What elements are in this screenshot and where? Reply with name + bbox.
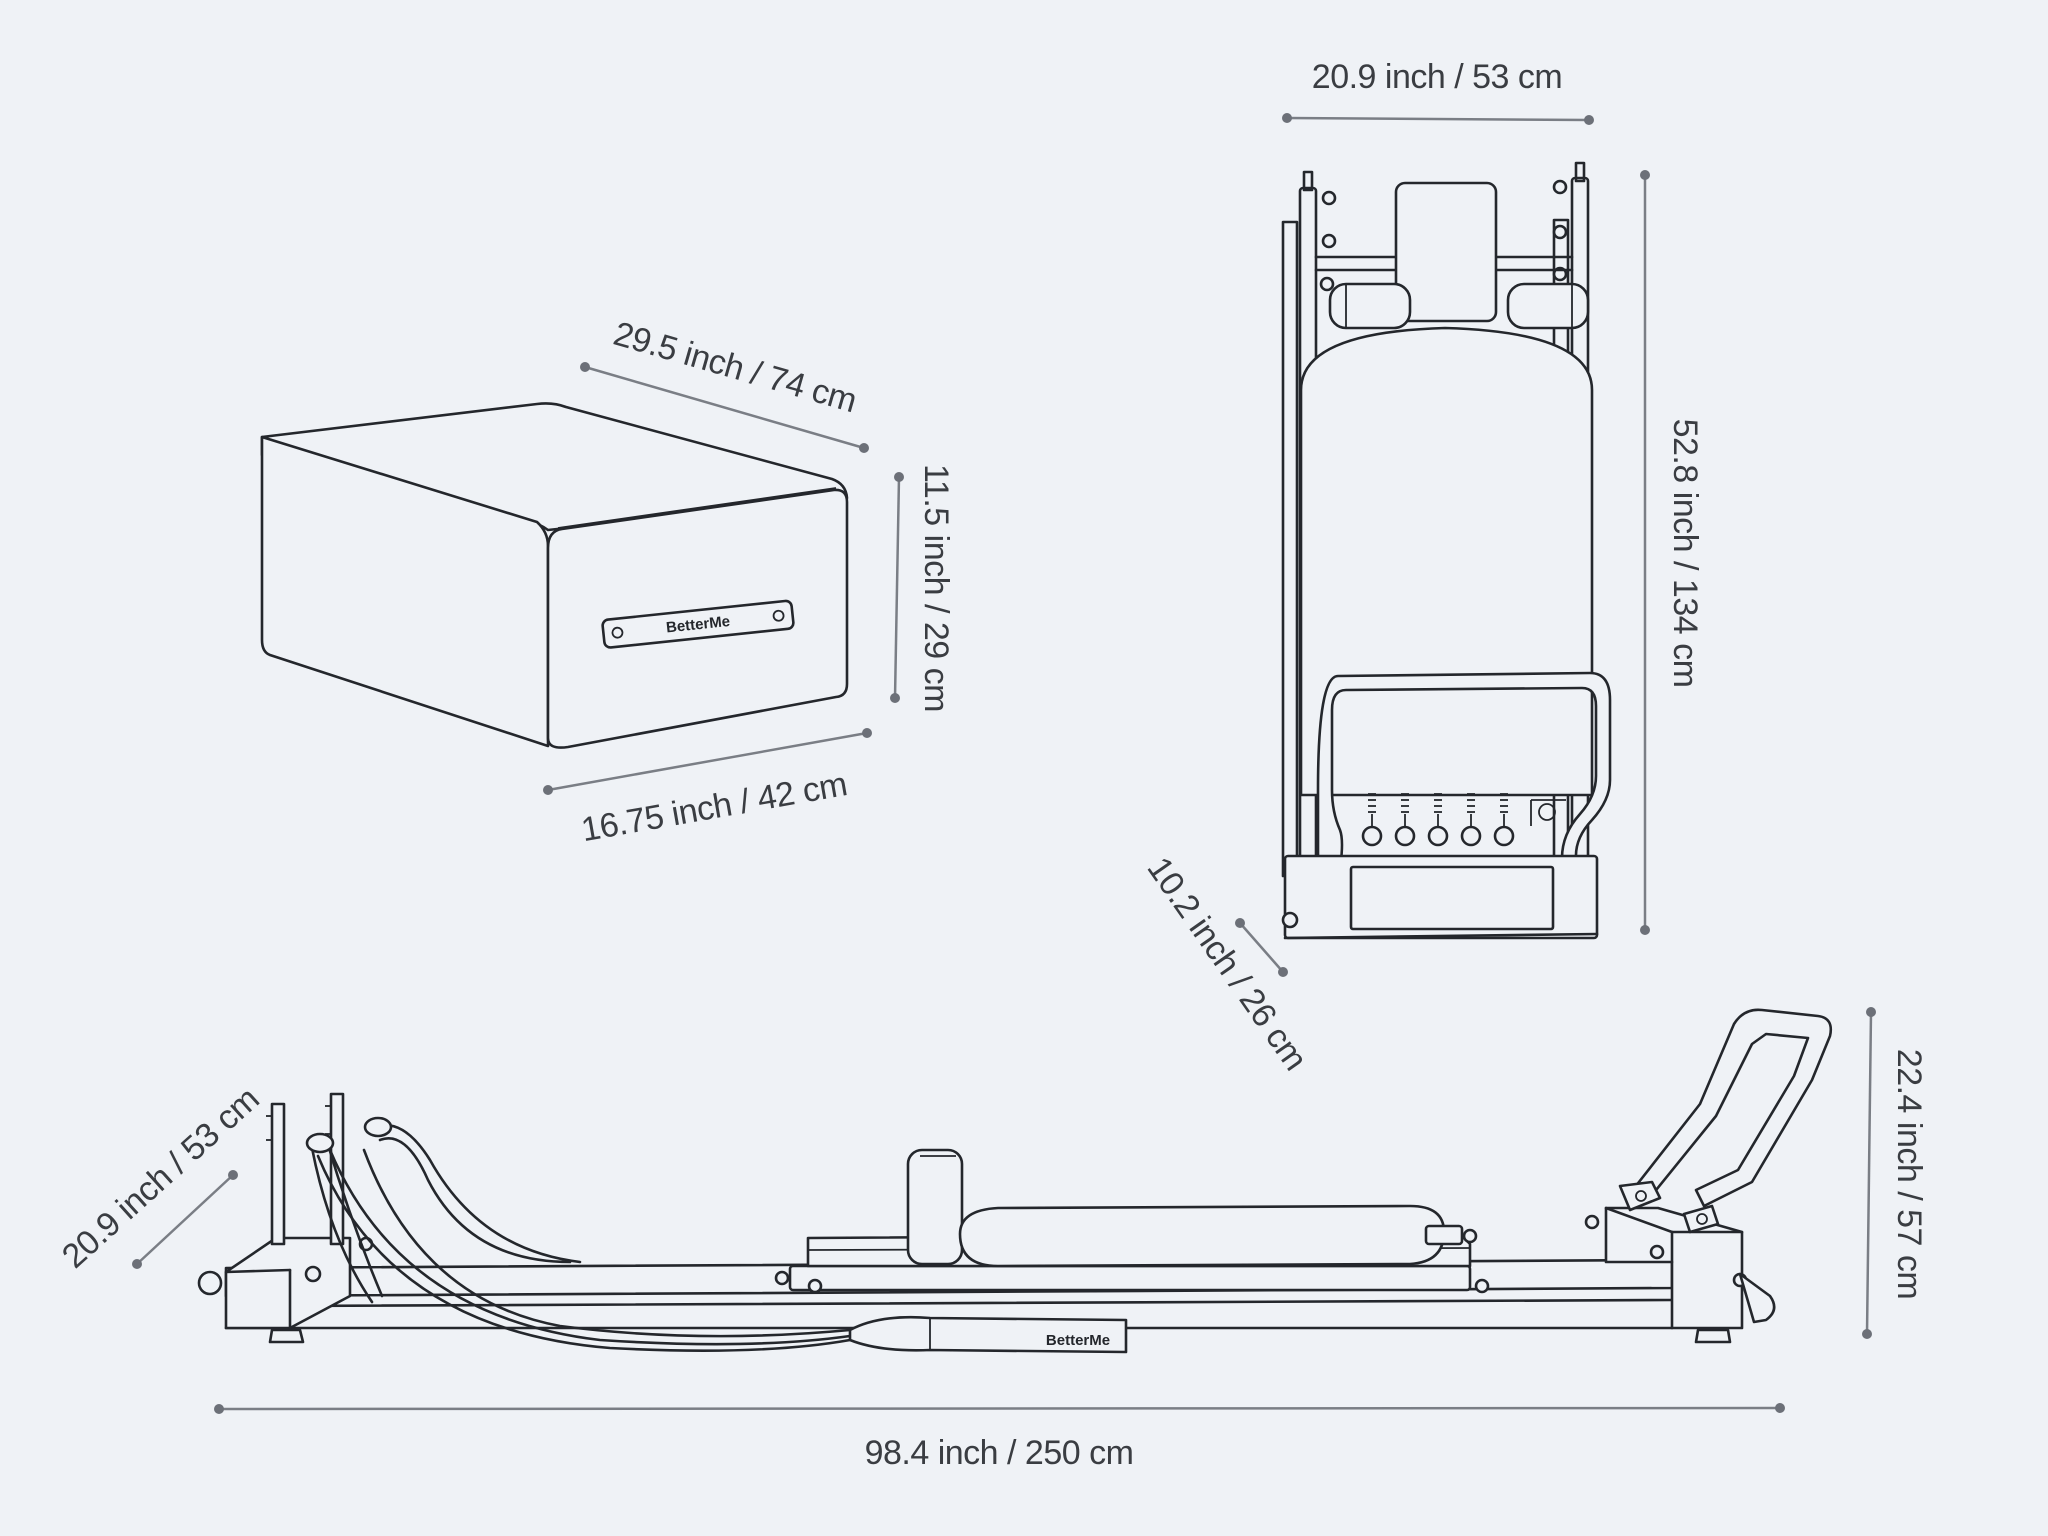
plate-screw-icon (772, 609, 785, 622)
spring (1493, 793, 1515, 847)
springs (1361, 793, 1566, 847)
right-knob-icon (1649, 1244, 1665, 1260)
spring (1361, 793, 1383, 847)
reformer-length-dimension: 98.4 inch / 250 cm (214, 1403, 1785, 1472)
right-end-block (1604, 1206, 1744, 1330)
plate-screw-icon (611, 626, 624, 639)
reformer-width-dimension: 20.9 inch / 53 cm (55, 1080, 267, 1276)
rope (316, 1154, 852, 1352)
left-post-cap (1302, 170, 1314, 192)
box-edge (557, 487, 837, 529)
wheel-icon (1281, 911, 1299, 929)
box-height-label: 11.5 inch / 29 cm (917, 464, 955, 712)
spring-bar-knob-icon (1538, 803, 1556, 821)
reformer-height-dimension: 22.4 inch / 57 cm (1862, 1007, 1928, 1339)
box-width-dimension: 16.75 inch / 42 cm (543, 728, 872, 849)
reformer-height-label: 22.4 inch / 57 cm (1890, 1049, 1928, 1299)
box-brand-label: BetterMe (665, 613, 731, 637)
folded-width-dimension: 20.9 inch / 53 cm (1282, 58, 1594, 125)
carriage-wheel-icon (1474, 1278, 1490, 1294)
folded-width-label: 20.9 inch / 53 cm (1312, 58, 1562, 96)
rope (328, 1148, 852, 1346)
box-brand-plate: BetterMe (601, 599, 795, 649)
right-post-cap (1574, 161, 1586, 183)
shoulder-block (906, 1148, 964, 1266)
hand-strap (848, 1315, 1128, 1354)
spring (1394, 793, 1416, 847)
left-end-block (224, 1236, 352, 1330)
knob-icon (1321, 190, 1337, 206)
right-knob-icon (1584, 1214, 1600, 1230)
footbar-clamp (1682, 1204, 1720, 1234)
pulley-icon (305, 1132, 335, 1154)
rope (310, 1146, 374, 1304)
left-wheel-icon (197, 1270, 223, 1296)
frame-foot (268, 1328, 305, 1344)
rope-post-right (329, 1092, 345, 1246)
headrest (1394, 181, 1498, 323)
carriage-knob-icon (774, 1270, 790, 1286)
rope-post-left (270, 1102, 286, 1246)
spring (1427, 793, 1449, 847)
knob-icon (1552, 224, 1568, 240)
footbar (1316, 671, 1612, 902)
base-panel (1349, 865, 1555, 931)
footbar-clamp (1618, 1180, 1662, 1212)
footbar-side (1626, 1008, 1833, 1208)
folded-reformer (1281, 161, 1612, 940)
folded-height-dimension: 52.8 inch / 134 cm (1640, 170, 1704, 935)
knob-icon (1552, 179, 1568, 195)
folded-base (1283, 854, 1599, 940)
rope (378, 1137, 572, 1264)
right-wheel (1738, 1272, 1776, 1324)
box-height-dimension: 11.5 inch / 29 cm (890, 464, 955, 712)
carriage-plate (788, 1264, 1472, 1292)
left-back-rail (1281, 220, 1299, 878)
brand-plate (601, 599, 795, 649)
carriage-wheel-icon (807, 1278, 823, 1294)
frame-foot (1694, 1328, 1732, 1344)
rope (362, 1148, 852, 1338)
knob-icon (1319, 276, 1335, 292)
box-right-face (546, 488, 849, 749)
folded-height-label: 52.8 inch / 134 cm (1666, 419, 1704, 688)
storage-box: BetterMe (260, 402, 849, 749)
shoulder-block-left (1328, 282, 1412, 330)
left-knob-icon (304, 1265, 322, 1283)
rope (366, 1123, 582, 1264)
reformer-length-label: 98.4 inch / 250 cm (865, 1434, 1134, 1472)
reformer-side-view: BetterMe (197, 1008, 1833, 1354)
strap-brand-label: BetterMe (1046, 1332, 1110, 1349)
shoulder-block-right (1506, 282, 1590, 330)
knob-icon (1321, 233, 1337, 249)
carriage-pad (1299, 326, 1594, 797)
carriage-pad-side (958, 1204, 1446, 1268)
pulley-icon (363, 1116, 393, 1138)
spring (1460, 793, 1482, 847)
box-left-face (260, 435, 550, 748)
box-length-label: 29.5 inch / 74 cm (609, 315, 860, 421)
